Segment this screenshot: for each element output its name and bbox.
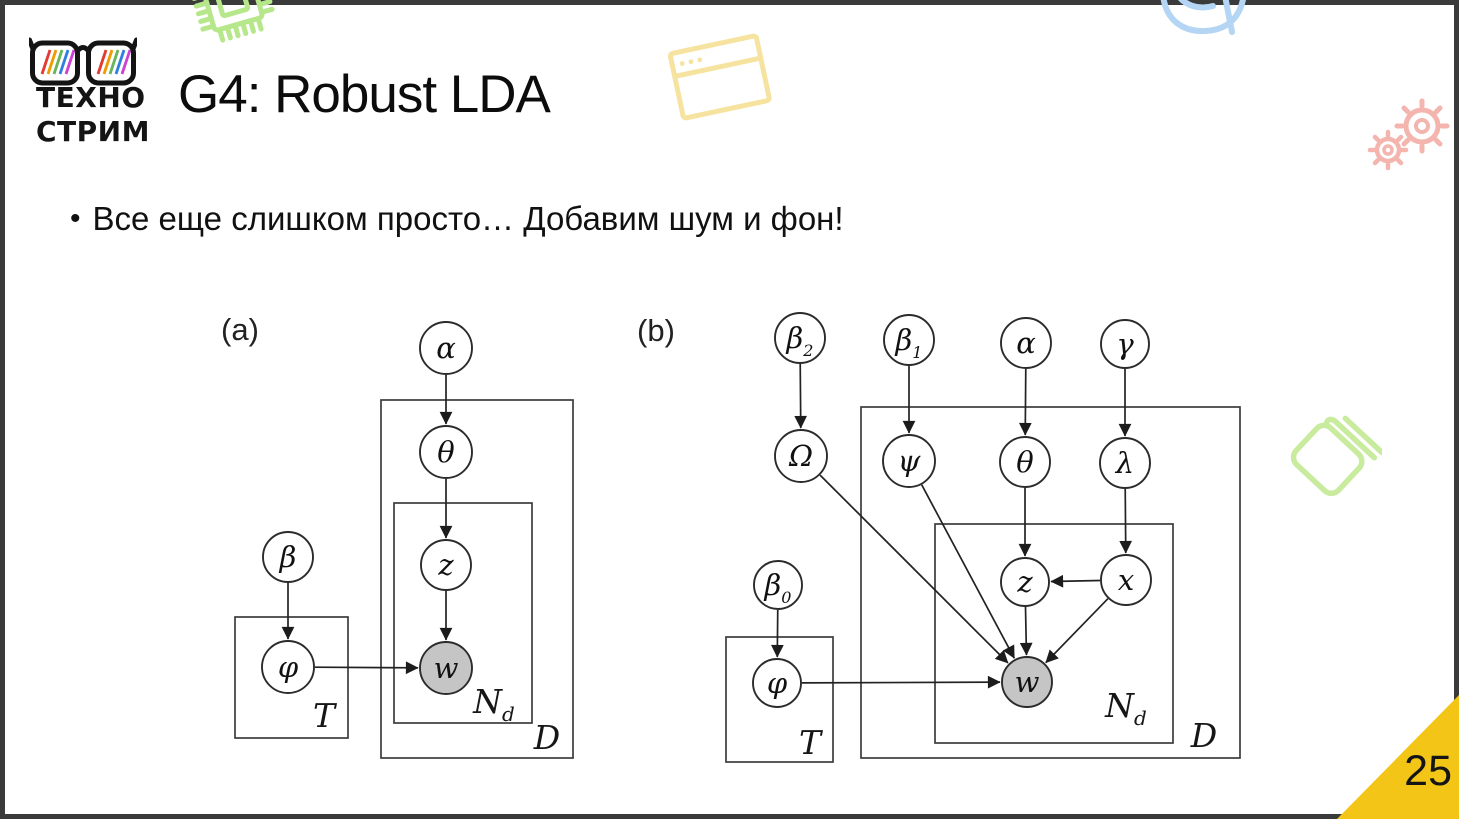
node-label-omega: Ω <box>788 439 813 473</box>
edge-z-to-w <box>1019 606 1033 656</box>
page-number: 25 <box>1404 747 1452 795</box>
plate-Nd <box>934 523 1174 744</box>
node-label-w: w <box>1015 665 1040 699</box>
node-label-alpha: α <box>436 331 456 365</box>
node-label-gamma: γ <box>1116 327 1134 361</box>
plate-T <box>234 616 349 739</box>
node-z <box>420 539 472 591</box>
edge-x-to-z <box>1050 574 1101 588</box>
diagram-b-caption: (b) <box>637 313 675 348</box>
node-label-phi: φ <box>278 650 299 684</box>
plate-label-D: D <box>1190 716 1217 755</box>
edge-lambda-to-x <box>1119 488 1133 554</box>
logo-text-line2: СТРИМ <box>36 115 150 148</box>
node-z <box>1000 557 1050 607</box>
glasses-logo-icon <box>29 37 137 86</box>
node-label-x: x <box>1118 563 1134 597</box>
node-gamma <box>1100 319 1150 369</box>
node-w <box>1001 656 1053 708</box>
node-alpha <box>419 321 473 375</box>
node-label-phi: φ <box>767 666 788 700</box>
node-label-theta: θ <box>437 435 454 469</box>
edge-alpha-to-theta <box>1018 368 1032 436</box>
edge-x-to-w <box>1045 598 1109 664</box>
node-w <box>419 641 473 695</box>
node-label-beta: β <box>279 540 297 574</box>
node-psi <box>882 434 936 488</box>
plate-D <box>860 406 1241 759</box>
edge-phi-to-w <box>314 661 419 675</box>
node-lambda <box>1099 437 1151 489</box>
plate-label-T: T <box>313 696 338 735</box>
edge-beta2-to-omega <box>794 363 808 429</box>
node-beta2 <box>774 312 826 364</box>
node-label-z: z <box>1016 565 1033 599</box>
node-alpha <box>1000 317 1052 369</box>
node-label-alpha: α <box>1016 326 1036 360</box>
bullet-text: Все еще слишком просто… Добавим шум и фо… <box>92 200 844 237</box>
node-label-lambda: λ <box>1115 446 1134 480</box>
node-theta <box>419 425 473 479</box>
bullet-dot: • <box>70 202 81 235</box>
edge-omega-to-w <box>819 474 1009 664</box>
node-beta <box>262 531 314 583</box>
node-label-z: z <box>437 548 454 582</box>
node-omega <box>774 429 828 483</box>
logo-text-line1: ТЕХНО <box>36 81 146 114</box>
plate-D <box>380 399 574 759</box>
diagram-a-caption: (a) <box>221 312 259 347</box>
node-label-theta: θ <box>1016 445 1033 479</box>
plate-label-D: D <box>533 718 560 757</box>
diagram-a: (a) D Nd Tα θ z w β φ <box>221 312 574 759</box>
node-beta0 <box>753 560 803 610</box>
plate-Nd <box>393 502 533 724</box>
edge-psi-to-w <box>920 484 1016 659</box>
plate-label-T: T <box>799 723 824 762</box>
node-beta1 <box>883 314 935 366</box>
node-theta <box>999 436 1051 488</box>
edge-phi-to-w <box>801 675 1001 689</box>
node-label-psi: ψ <box>898 444 921 478</box>
node-phi <box>261 640 315 694</box>
plate-label-Nd: Nd <box>1104 686 1147 730</box>
node-phi <box>752 658 802 708</box>
node-label-w: w <box>434 651 459 685</box>
plate-label-Nd: Nd <box>472 682 515 726</box>
slide-title: G4: Robust LDA <box>178 65 551 124</box>
bullet-item: • Все еще слишком просто… Добавим шум и … <box>70 200 844 238</box>
plate-T <box>725 636 834 763</box>
node-x <box>1100 554 1152 606</box>
